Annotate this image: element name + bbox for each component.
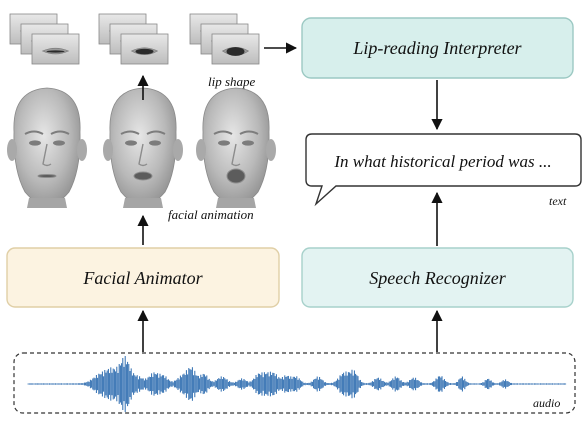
speech-bubble-text: In what historical period was ...	[333, 152, 551, 171]
lip-reading-interpreter-box	[301, 17, 574, 79]
speech-recognizer-label: Speech Recognizer	[369, 268, 506, 288]
lip-reading-interpreter-label: Lip-reading Interpreter	[352, 38, 522, 58]
speech-recognizer-box	[301, 247, 574, 308]
facial-animator-box	[6, 247, 280, 308]
text-caption: text	[549, 194, 567, 208]
speech-bubble	[305, 133, 582, 207]
lip-shape-caption: lip shape	[208, 74, 256, 89]
face-speaking-icon	[103, 87, 183, 208]
lip-shape-stacks	[9, 13, 260, 65]
face-open-mouth-icon	[196, 87, 276, 208]
audio-caption: audio	[533, 396, 560, 410]
lips-closed-icon	[9, 13, 80, 65]
face-neutral-icon	[7, 87, 87, 208]
lips-wide-open-icon	[189, 13, 260, 65]
audio-waveform	[27, 356, 567, 412]
facial-animation-caption: facial animation	[168, 207, 254, 222]
face-row	[7, 87, 276, 208]
lips-open-icon	[98, 13, 169, 65]
facial-animator-label: Facial Animator	[82, 268, 203, 288]
audio-box	[13, 352, 576, 414]
